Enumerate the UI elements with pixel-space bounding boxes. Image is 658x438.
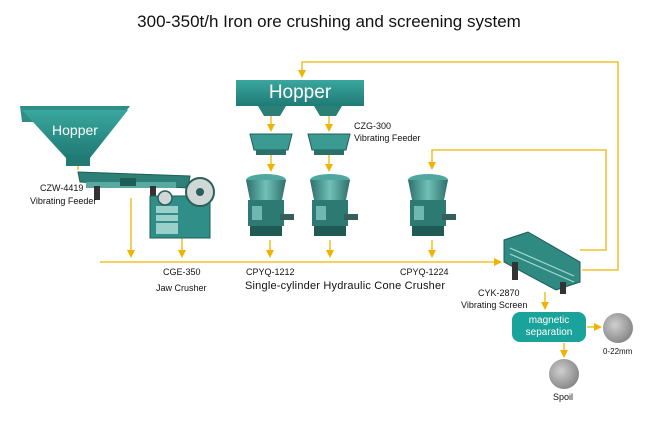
screen-model: CYK-2870: [478, 288, 520, 299]
small-feeder-2: [308, 134, 350, 155]
jaw-name: Jaw Crusher: [156, 283, 207, 294]
product-label: 0-22mm: [603, 346, 632, 357]
screen-name: Vibrating Screen: [461, 300, 527, 311]
cone1-model: CPYQ-1212: [246, 267, 295, 278]
jaw-model: CGE-350: [163, 267, 201, 278]
feeder-main-model: CZW-4419: [40, 183, 83, 194]
cone-crusher-1: [246, 174, 294, 236]
magnetic-separation-box: magnetic separation: [512, 312, 586, 342]
spoil-pile-icon: [549, 359, 579, 389]
feeder-small-name: Vibrating Feeder: [354, 133, 420, 144]
feeder-main-name: Vibrating Feeder: [30, 196, 96, 207]
hopper-left-label: Hopper: [40, 122, 110, 138]
cone-crusher-2: [310, 174, 358, 236]
small-feeder-1: [250, 134, 292, 155]
vibrating-screen: [504, 232, 580, 294]
magnetic-label-1: magnetic: [512, 315, 586, 327]
hopper-top-label: Hopper: [236, 82, 364, 104]
spoil-label: Spoil: [553, 392, 573, 403]
cone2-model: CPYQ-1224: [400, 267, 449, 278]
product-pile-icon: [603, 313, 633, 343]
cone-crusher-3: [408, 174, 456, 236]
feeder-small-model: CZG-300: [354, 121, 391, 132]
cone-name: Single-cylinder Hydraulic Cone Crusher: [245, 281, 445, 292]
magnetic-label-2: separation: [512, 327, 586, 339]
